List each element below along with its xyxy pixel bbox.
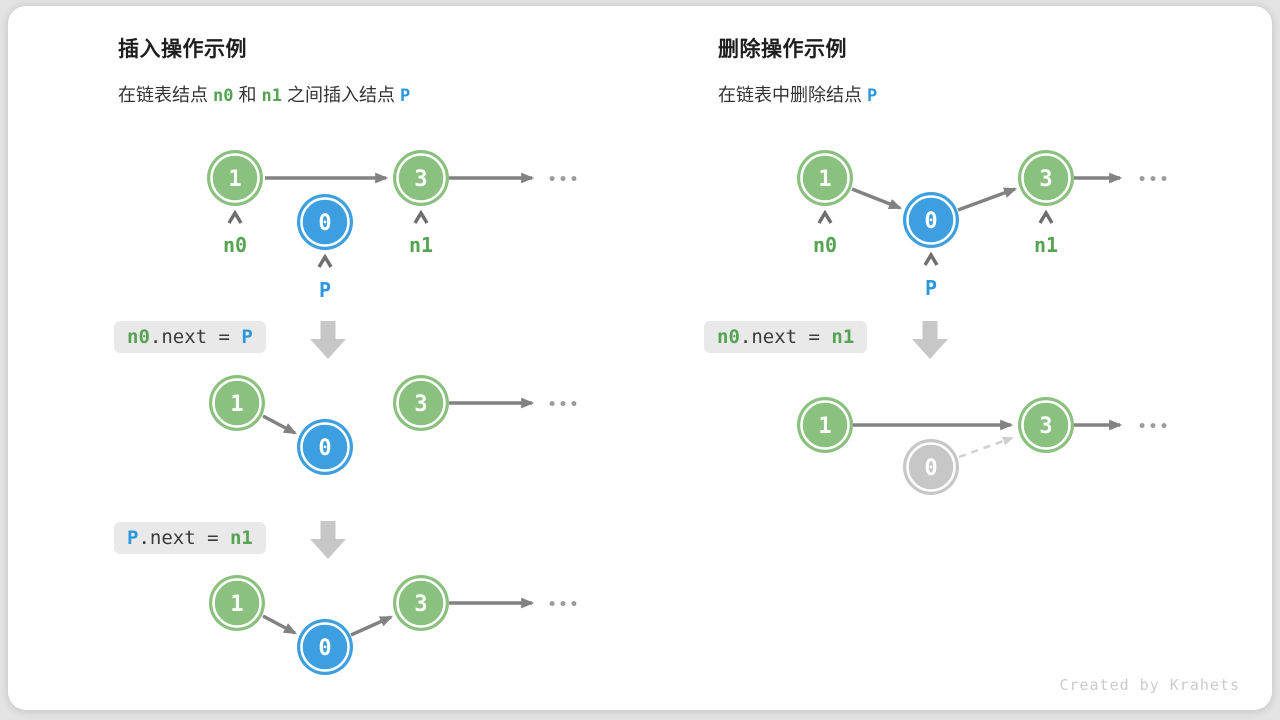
node-blue-0: 0	[297, 194, 353, 250]
caret-up-icon	[923, 251, 939, 266]
code-token-n0: n0	[717, 326, 740, 348]
credit-text: Created by Krahets	[1059, 676, 1240, 694]
code-token-next: .next =	[138, 527, 230, 549]
node-green-1: 1	[209, 375, 265, 431]
pointer-label-n0: n0	[813, 233, 837, 257]
subtitle-text: 在链表中删除结点	[718, 85, 868, 105]
code-token-p: P	[241, 326, 253, 348]
pointer-label-p: P	[319, 278, 331, 302]
var-p: P	[867, 86, 878, 106]
svg-text:1: 1	[228, 167, 241, 192]
svg-text:0: 0	[318, 436, 331, 461]
var-n0: n0	[213, 86, 234, 106]
arrow-1-to-0	[262, 614, 297, 635]
code-token-next: .next =	[149, 326, 242, 348]
subtitle-text: 在链表结点	[118, 85, 214, 105]
ellipsis-dots: •••	[1138, 419, 1171, 435]
code-token-next: .next =	[739, 326, 832, 348]
pointer-label-n1: n1	[409, 233, 433, 257]
node-green-1: 1	[209, 575, 265, 631]
code-token-n1: n1	[831, 326, 855, 348]
arrow-0-to-3	[350, 615, 393, 637]
svg-text:3: 3	[414, 392, 427, 417]
code-token-p: P	[127, 527, 139, 549]
code-label-insert-step2: P.next = n1	[114, 522, 266, 554]
pointer-label-n0: n0	[223, 233, 247, 257]
delete-panel-subtitle: 在链表中删除结点 P	[718, 81, 877, 107]
ellipsis-dots: •••	[548, 397, 581, 413]
svg-text:1: 1	[818, 414, 831, 439]
svg-text:0: 0	[924, 209, 937, 234]
node-green-1: 1	[207, 150, 263, 206]
down-arrow-icon	[912, 321, 948, 359]
ellipsis-dots: •••	[548, 597, 581, 613]
svg-text:0: 0	[318, 211, 331, 236]
down-arrow-icon	[310, 321, 346, 359]
code-token-n0: n0	[127, 326, 150, 348]
caret-up-icon	[227, 209, 243, 224]
svg-text:0: 0	[924, 456, 937, 481]
svg-text:3: 3	[414, 592, 427, 617]
ellipsis-dots: •••	[1138, 172, 1171, 188]
ellipsis-dots: •••	[548, 172, 581, 188]
node-blue-0: 0	[297, 419, 353, 475]
dashed-arrow-0-to-3	[958, 436, 1014, 459]
code-label-delete-step1: n0.next = n1	[704, 321, 868, 353]
insert-panel-subtitle: 在链表结点 n0 和 n1 之间插入结点 P	[118, 81, 410, 107]
delete-panel-title: 删除操作示例	[718, 38, 847, 61]
caret-up-icon	[413, 209, 429, 224]
node-gray-0-deleted: 0	[903, 439, 959, 495]
arrow-1-to-0	[262, 414, 297, 435]
svg-text:3: 3	[1039, 167, 1052, 192]
arrow-1-to-0	[851, 187, 903, 210]
node-green-1: 1	[797, 150, 853, 206]
insert-panel-title: 插入操作示例	[118, 38, 247, 61]
subtitle-text: 和	[233, 85, 262, 105]
caret-up-icon	[1038, 209, 1054, 224]
svg-text:0: 0	[318, 636, 331, 661]
caret-up-icon	[817, 209, 833, 224]
node-blue-0: 0	[903, 192, 959, 248]
code-label-insert-step1: n0.next = P	[114, 321, 266, 353]
node-green-3: 3	[393, 375, 449, 431]
node-green-3: 3	[1018, 397, 1074, 453]
node-green-1: 1	[797, 397, 853, 453]
arrow-0-to-3	[957, 187, 1018, 212]
node-green-3: 3	[393, 575, 449, 631]
down-arrow-icon	[310, 521, 346, 559]
var-n1: n1	[261, 86, 282, 106]
svg-text:1: 1	[230, 392, 243, 417]
caret-up-icon	[317, 253, 333, 268]
node-green-3: 3	[393, 150, 449, 206]
code-token-n1: n1	[229, 527, 253, 549]
var-p: P	[400, 86, 411, 106]
svg-text:1: 1	[230, 592, 243, 617]
pointer-label-n1: n1	[1034, 233, 1058, 257]
node-blue-0: 0	[297, 619, 353, 675]
pointer-label-p: P	[925, 276, 937, 300]
subtitle-text: 之间插入结点	[282, 85, 401, 105]
svg-text:1: 1	[818, 167, 831, 192]
svg-text:3: 3	[414, 167, 427, 192]
svg-text:3: 3	[1039, 414, 1052, 439]
node-green-3: 3	[1018, 150, 1074, 206]
